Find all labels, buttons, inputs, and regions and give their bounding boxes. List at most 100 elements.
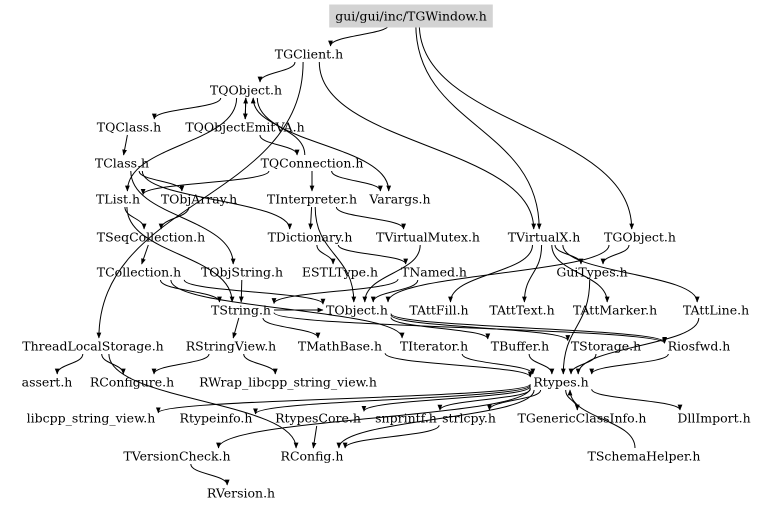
edge-tvirtualmutex-to-tobject xyxy=(362,244,421,303)
node-tatttext: TAttText.h xyxy=(489,303,554,318)
edge-strlcpy-to-rconfig xyxy=(342,424,440,449)
node-label: DllImport.h xyxy=(677,411,750,426)
node-label: TAttLine.h xyxy=(683,303,749,318)
node-rwrap: RWrap_libcpp_string_view.h xyxy=(199,375,377,390)
node-tqconnection: TQConnection.h xyxy=(261,156,364,171)
node-tobjarray: TObjArray.h xyxy=(161,192,237,207)
edge-tbuffer-to-rtypes xyxy=(528,353,555,375)
node-label: RVersion.h xyxy=(207,486,275,501)
edge-riosfwd-to-rtypes xyxy=(589,353,669,375)
edge-tnamed-to-tstring xyxy=(271,278,399,305)
node-tinterpreter: TInterpreter.h xyxy=(267,192,357,207)
node-tattfill: TAttFill.h xyxy=(409,303,468,318)
node-label: TString.h xyxy=(211,303,271,318)
node-tcollection: TCollection.h xyxy=(97,265,181,280)
node-tstring: TString.h xyxy=(211,303,271,318)
node-riosfwd: Riosfwd.h xyxy=(668,339,731,354)
node-label: TInterpreter.h xyxy=(267,192,357,207)
node-rtypescore: RtypesCore.h xyxy=(275,411,361,426)
node-assert: assert.h xyxy=(22,375,73,390)
node-label: snprintf.h xyxy=(375,411,437,426)
edge-tobjstring-to-tstring xyxy=(238,279,244,303)
edge-tattline-to-rtypes xyxy=(575,317,700,375)
node-label: TIterator.h xyxy=(400,339,468,354)
edge-tqconnection-to-tlist xyxy=(140,170,270,195)
edge-tstring-to-rstringview xyxy=(232,317,240,339)
edge-tinterpreter-to-tobject xyxy=(314,206,357,303)
edge-tseqcollection-to-tcollection xyxy=(141,244,149,265)
edge-tvirtualx-to-tattmarker xyxy=(551,244,610,303)
edge-tvirtualx-to-tatttext xyxy=(522,244,543,303)
node-label: TBuffer.h xyxy=(491,339,549,354)
edge-tstring-to-riosfwd xyxy=(273,312,667,344)
edge-tvirtualx-to-tattline xyxy=(562,244,700,303)
edge-tschemahelper-to-rtypes xyxy=(567,389,636,449)
node-guitypes: GuiTypes.h xyxy=(556,265,627,280)
node-tschemahelper: TSchemaHelper.h xyxy=(588,449,701,464)
edge-tqobject-to-tqclass xyxy=(151,97,222,120)
node-label: TList.h xyxy=(96,192,140,207)
node-libcpp: libcpp_string_view.h xyxy=(27,411,156,426)
node-tqobject: TQObject.h xyxy=(210,83,282,98)
node-tnamed: TNamed.h xyxy=(401,265,467,280)
node-label: ESTLType.h xyxy=(302,265,378,280)
node-label: TVirtualMutex.h xyxy=(376,230,480,245)
node-tlist: TList.h xyxy=(96,192,140,207)
node-label: Rtypeinfo.h xyxy=(180,411,253,426)
edge-rtypes-to-snprintf xyxy=(437,388,531,411)
node-snprintf: snprintf.h xyxy=(375,411,437,426)
node-tvirtualx: TVirtualX.h xyxy=(508,230,581,245)
node-tattmarker: TAttMarker.h xyxy=(573,303,657,318)
node-rversion: RVersion.h xyxy=(207,486,275,501)
node-label: TQObjectEmitVA.h xyxy=(185,120,304,135)
edge-tobject-to-tbuffer xyxy=(390,317,491,340)
edge-rtypescore-to-rconfig xyxy=(311,425,318,449)
node-tversioncheck: TVersionCheck.h xyxy=(123,449,230,464)
edge-tdictionary-to-estltype xyxy=(316,244,336,265)
edge-tqconnection-to-tqobject xyxy=(250,97,306,156)
edge-rtypes-to-libcpp xyxy=(156,383,531,414)
node-tmathbase: TMathBase.h xyxy=(298,339,382,354)
edge-tversioncheck-to-rversion xyxy=(190,463,230,486)
edge-rtypes-to-rconfig xyxy=(336,389,535,449)
node-label: RtypesCore.h xyxy=(275,411,361,426)
dependency-edges xyxy=(54,23,700,486)
node-label: TClass.h xyxy=(95,156,149,171)
node-label: TAttMarker.h xyxy=(573,303,657,318)
node-label: TMathBase.h xyxy=(298,339,382,354)
node-label: GuiTypes.h xyxy=(556,265,627,280)
node-label: TQConnection.h xyxy=(261,156,364,171)
edge-tqobjectemitva-to-tqobject xyxy=(243,97,249,120)
edge-tqconnection-to-varargs xyxy=(331,170,383,192)
edge-tcollection-to-tobject xyxy=(183,279,326,305)
node-label: TObject.h xyxy=(326,303,388,318)
node-tobject: TObject.h xyxy=(326,303,388,318)
node-tobjstring: TObjString.h xyxy=(201,265,283,280)
node-rtypeinfo: Rtypeinfo.h xyxy=(180,411,253,426)
node-label: TObjArray.h xyxy=(161,192,237,207)
edge-tclass-to-tdictionary xyxy=(141,170,293,230)
node-label: gui/gui/inc/TGWindow.h xyxy=(335,9,487,24)
node-rconfig: RConfig.h xyxy=(281,449,344,464)
node-rconfigure: RConfigure.h xyxy=(90,375,174,390)
node-label: TObjString.h xyxy=(201,265,283,280)
node-tgwindow: gui/gui/inc/TGWindow.h xyxy=(329,4,493,28)
node-label: TGObject.h xyxy=(604,230,676,245)
edge-tgobject-to-guitypes xyxy=(600,244,630,265)
edge-rtypes-to-rtypescore xyxy=(361,386,531,412)
node-tgclient: TGClient.h xyxy=(275,47,343,62)
edge-tgwindow-to-tvirtualx xyxy=(415,23,542,230)
edge-tgobject-to-tobject xyxy=(385,244,610,303)
node-rtypes: Rtypes.h xyxy=(533,375,588,390)
node-varargs: Varargs.h xyxy=(368,192,430,207)
node-label: libcpp_string_view.h xyxy=(27,411,156,426)
edge-tgwindow-to-tgobject xyxy=(418,23,635,230)
edge-rtypes-to-rtypeinfo xyxy=(253,384,531,415)
edge-tlist-to-tseqcollection xyxy=(124,206,147,230)
edge-rstringview-to-rwrap xyxy=(243,353,278,375)
edge-tclass-to-tobjarray xyxy=(138,170,185,192)
edge-tqobjectemitva-to-tqconnection xyxy=(259,134,300,156)
edge-tobject-to-riosfwd xyxy=(390,313,667,343)
edge-tobjarray-to-tseqcollection xyxy=(158,206,190,230)
